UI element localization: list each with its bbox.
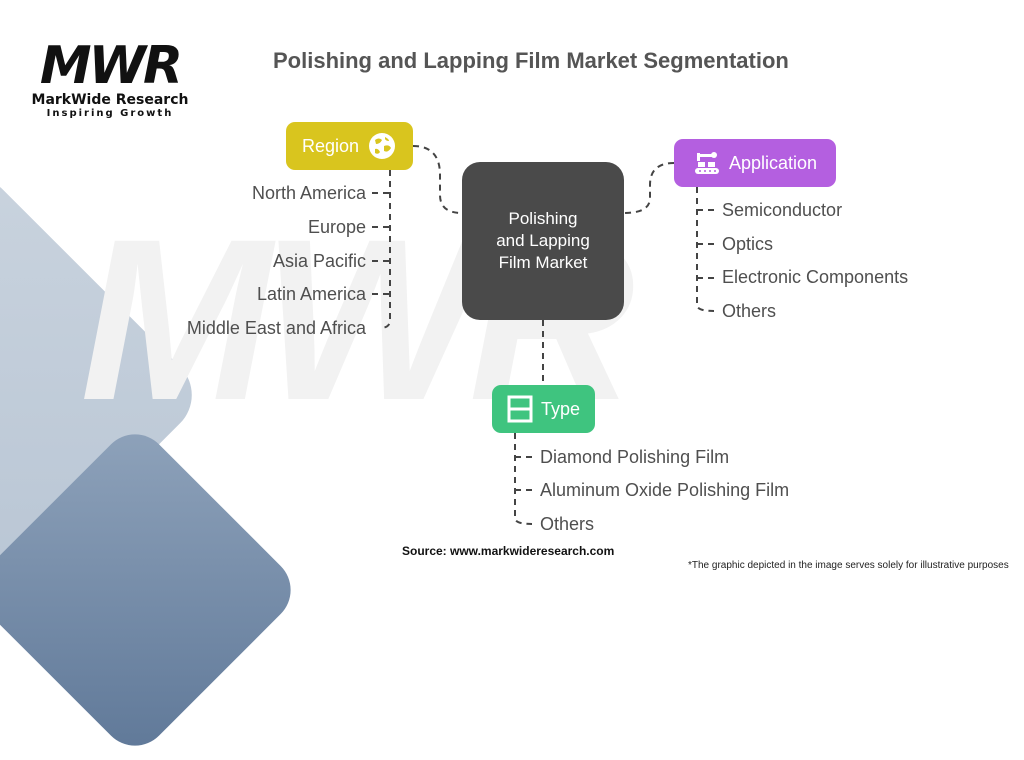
logo-tagline: Inspiring Growth: [46, 108, 174, 119]
disclaimer-text: *The graphic depicted in the image serve…: [688, 560, 1009, 571]
segment-type-label: Type: [540, 398, 581, 419]
source-text: Source: www.markwideresearch.com: [402, 544, 615, 558]
region-item: Middle East and Africa: [186, 318, 366, 338]
segment-type: Type: [492, 385, 595, 433]
region-item: Asia Pacific: [272, 251, 366, 271]
type-item: Diamond Polishing Film: [540, 447, 730, 467]
center-line-2: and Lapping: [496, 231, 590, 250]
segment-application: Application: [674, 139, 836, 187]
region-item: Europe: [307, 217, 366, 237]
page-title: Polishing and Lapping Film Market Segmen…: [273, 48, 789, 73]
region-item: North America: [251, 183, 366, 203]
split-panel-icon: [507, 395, 533, 423]
region-item: Latin America: [256, 284, 366, 304]
center-line-1: Polishing: [508, 209, 578, 228]
globe-icon: [367, 131, 397, 161]
segment-region: Region: [286, 122, 413, 170]
application-item: Semiconductor: [722, 200, 843, 220]
application-item: Optics: [722, 234, 774, 254]
logo-mark: MWR: [39, 36, 183, 96]
conveyor-robot-arm-icon: [693, 149, 721, 177]
brand-logo: MWR MarkWide Research Inspiring Growth: [30, 40, 190, 119]
connector-lines: [372, 145, 715, 525]
type-item: Aluminum Oxide Polishing Film: [540, 480, 790, 500]
segment-application-label: Application: [728, 152, 818, 173]
center-node: Polishing and Lapping Film Market: [462, 162, 624, 320]
center-line-3: Film Market: [498, 253, 588, 272]
segment-region-label: Region: [301, 135, 360, 156]
application-item: Others: [722, 301, 777, 321]
application-item: Electronic Components: [722, 267, 909, 287]
type-item: Others: [540, 514, 595, 534]
logo-name: MarkWide Research: [31, 92, 189, 108]
